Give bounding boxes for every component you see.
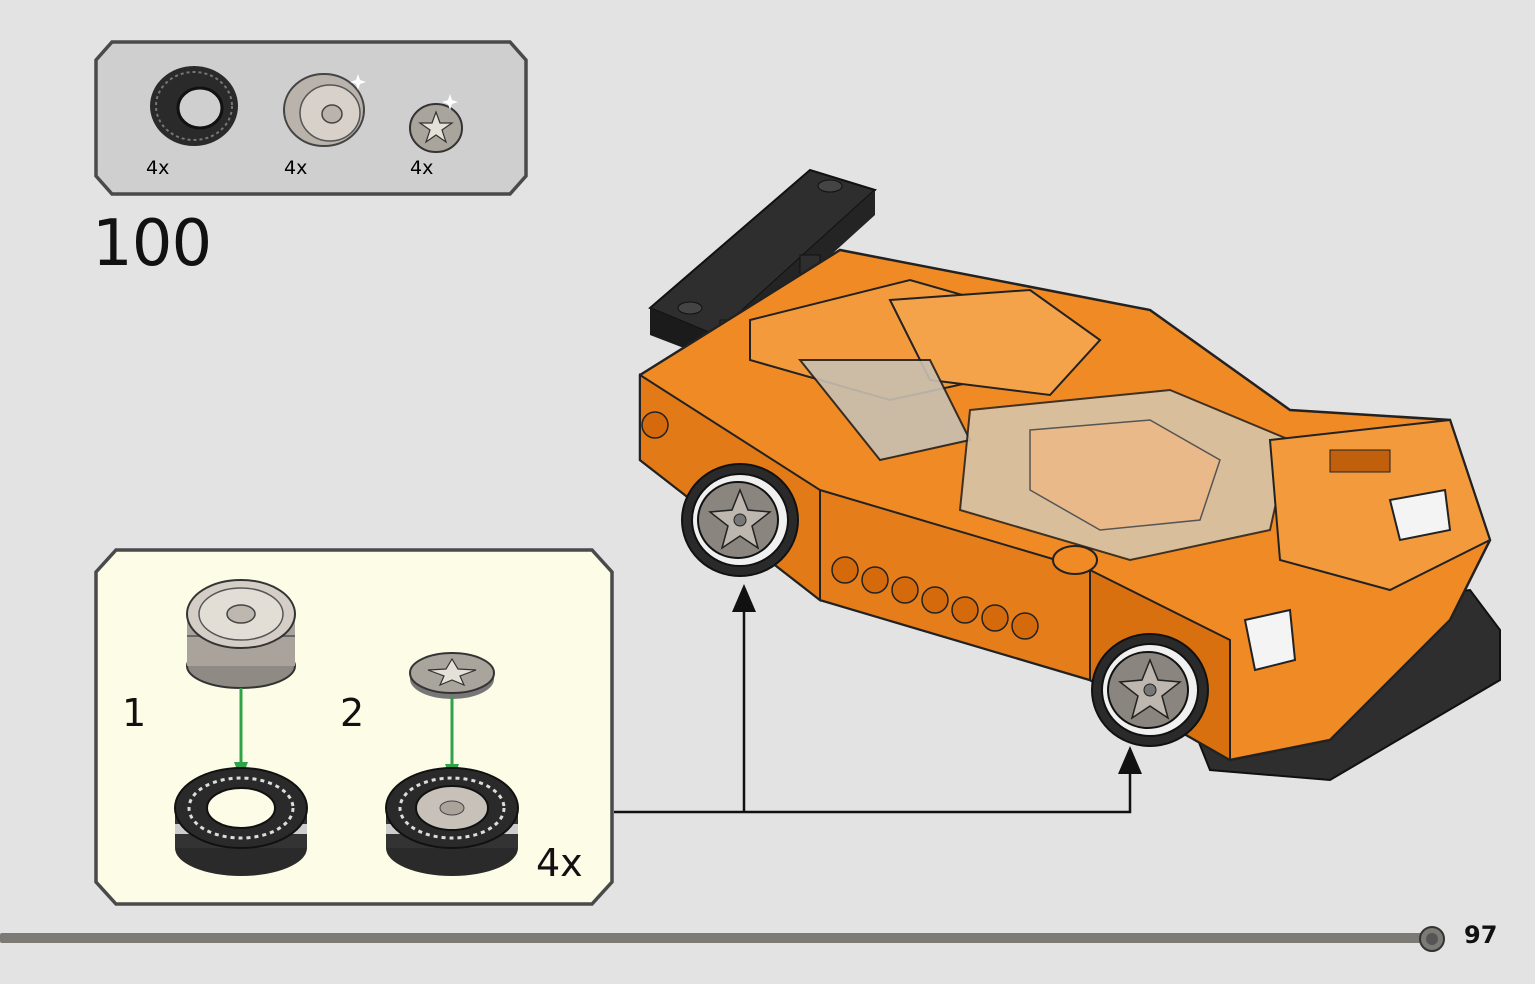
parts-list-box: 4x 4x 4x xyxy=(94,40,528,196)
sub-assembly-box: 1 2 4x xyxy=(94,548,614,906)
page-number: 97 xyxy=(1464,921,1498,949)
footer-bar xyxy=(0,933,1430,943)
car-model-illustration xyxy=(630,160,1510,790)
rear-wheel xyxy=(681,463,799,577)
tire-part xyxy=(174,767,308,876)
sub-step-1-label: 1 xyxy=(122,691,147,735)
tire-icon xyxy=(150,66,238,146)
wheel-assembly-part xyxy=(385,767,519,876)
hubcap-part xyxy=(409,652,495,699)
tire-quantity: 4x xyxy=(146,157,169,179)
hubcap-quantity: 4x xyxy=(410,157,433,179)
rim-part xyxy=(186,579,296,689)
step-number: 100 xyxy=(92,207,212,281)
rim-quantity: 4x xyxy=(284,157,307,179)
wheel-rim-icon xyxy=(283,73,366,147)
page-dot-icon xyxy=(1419,926,1445,952)
sub-step-2-label: 2 xyxy=(340,691,365,735)
star-hubcap-icon xyxy=(409,94,463,153)
sub-assembly-multiplier: 4x xyxy=(536,841,583,885)
front-wheel xyxy=(1091,633,1209,747)
